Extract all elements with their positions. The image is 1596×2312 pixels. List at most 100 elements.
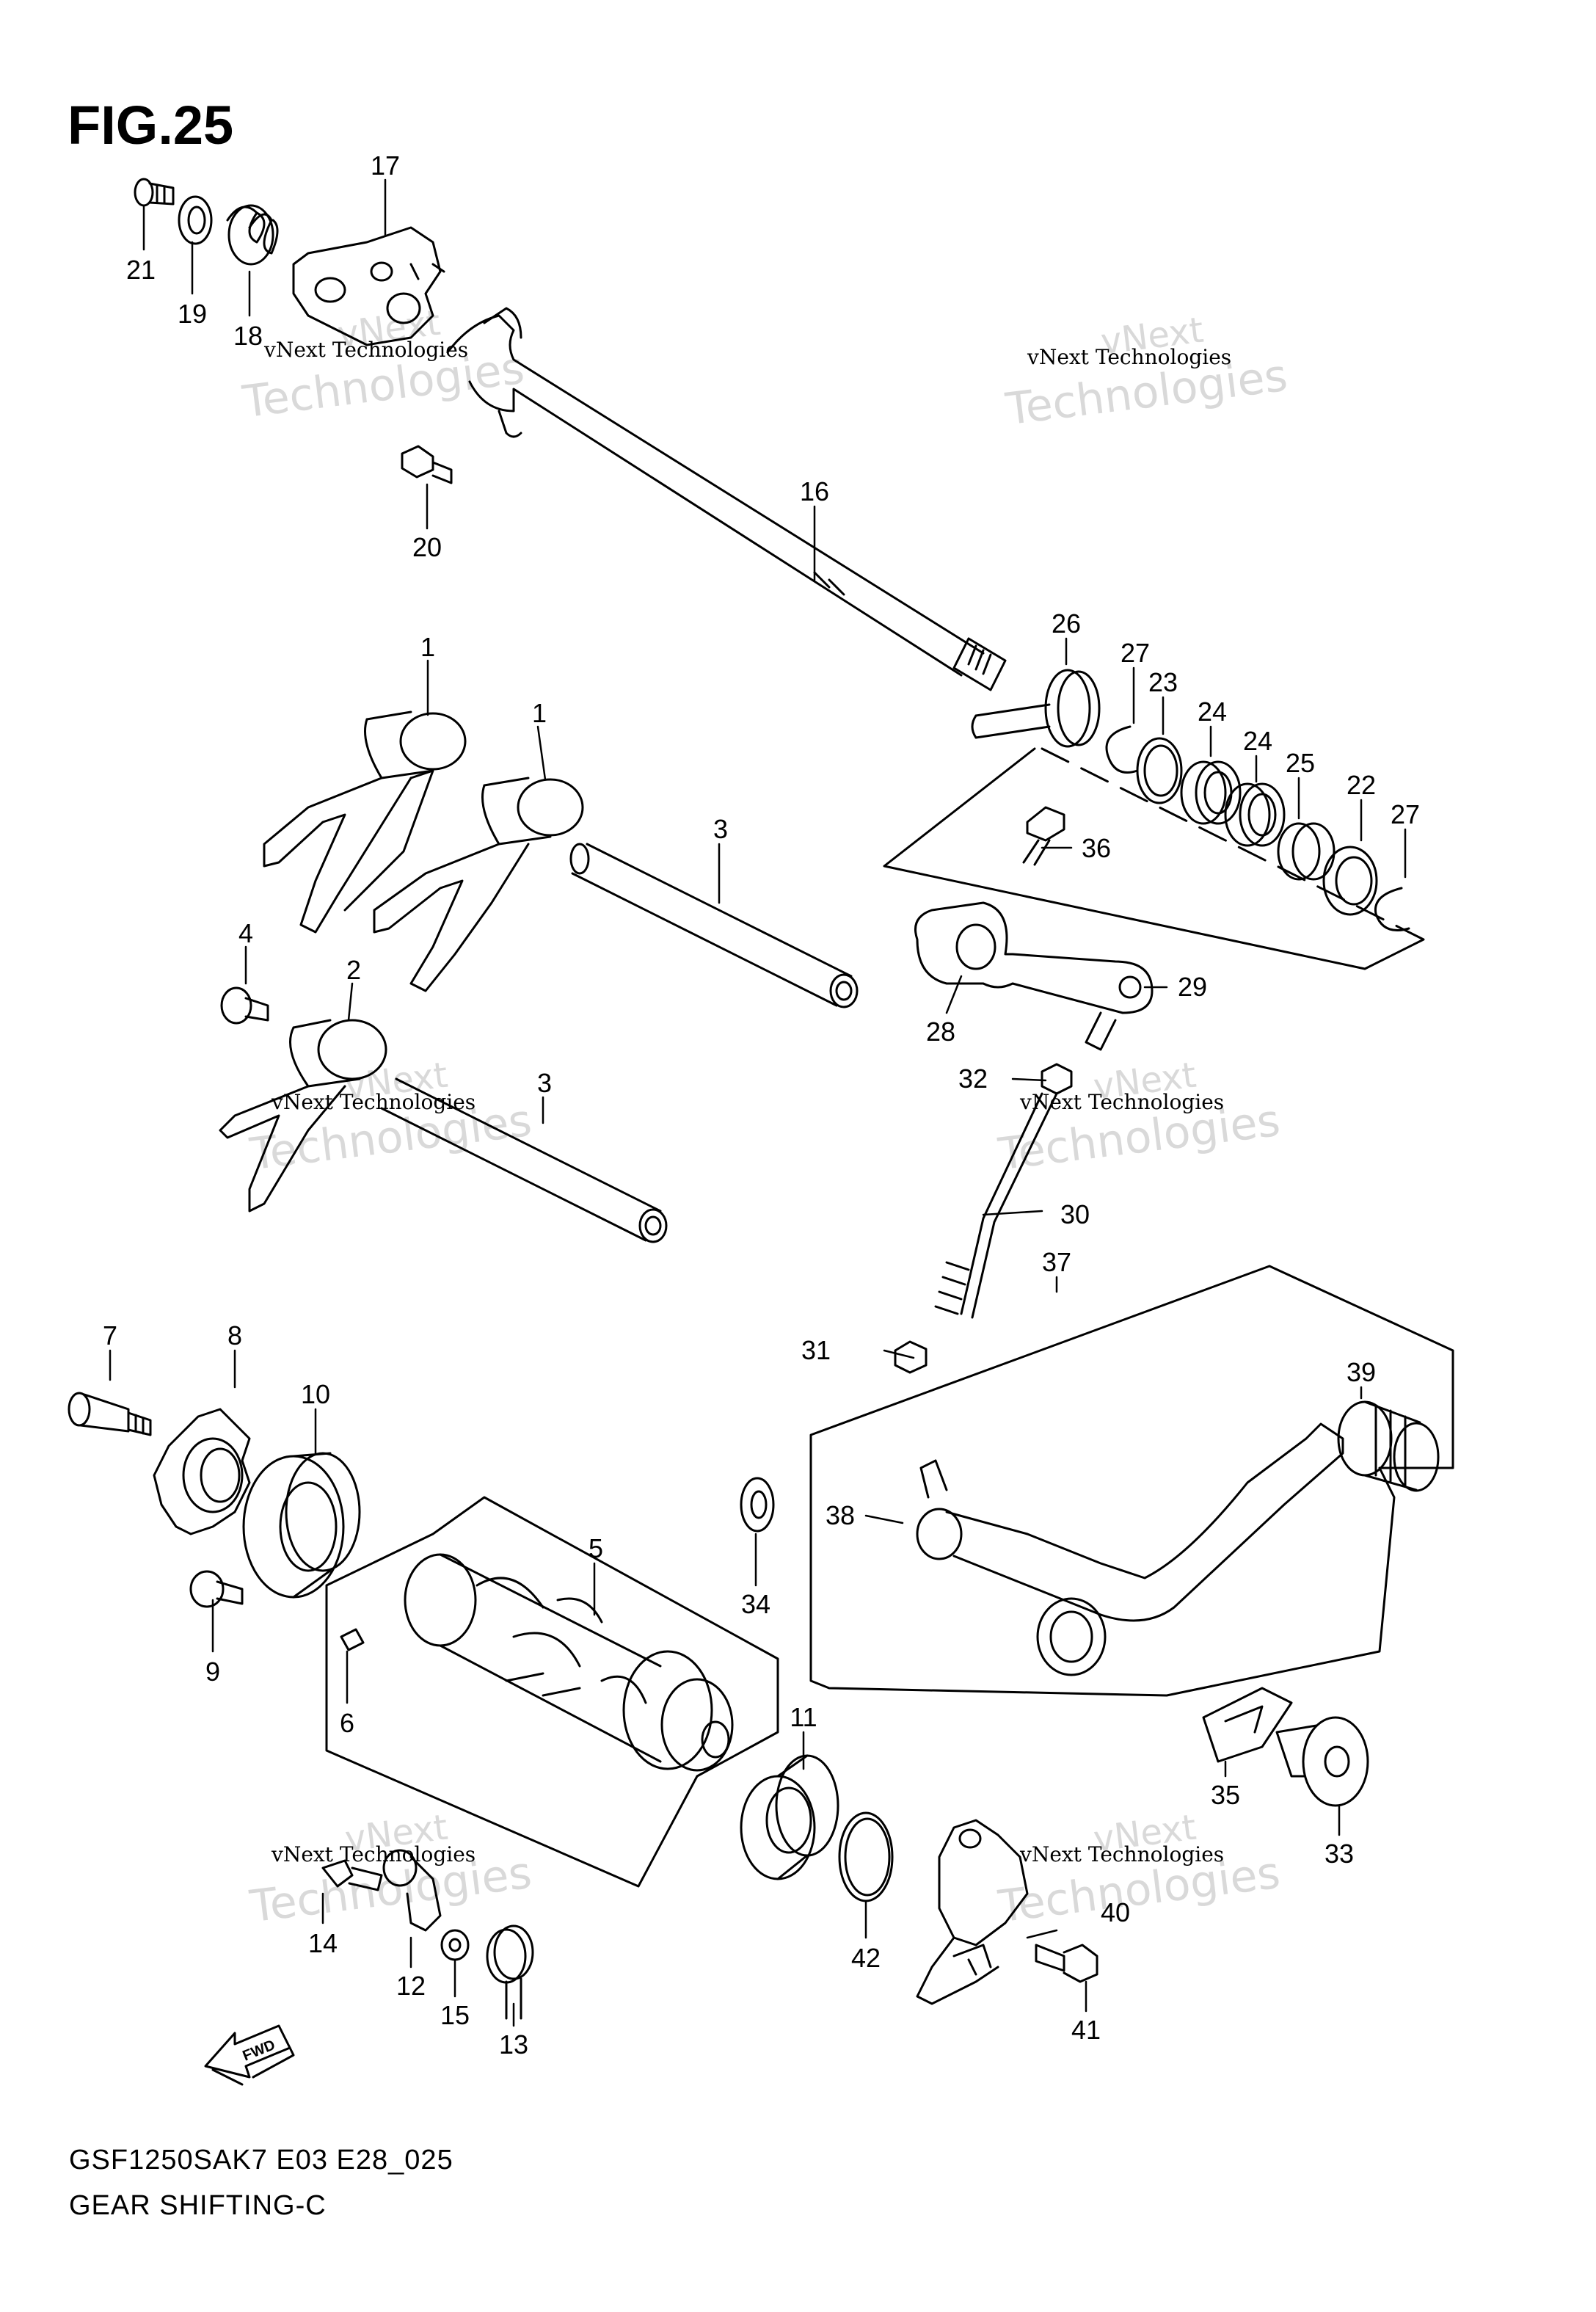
callout-13: 13 [499,2029,528,2060]
assembly-outline [883,747,1425,970]
callout-19: 19 [178,299,207,329]
part-1-shift-fork [263,710,467,934]
part-27-circlip-b [1374,887,1410,931]
part-3-fork-shaft [569,843,859,1008]
callout-24: 24 [1198,697,1227,727]
model-code: GSF1250SAK7 E03 E28_025 [69,2145,453,2175]
callout-14: 14 [308,1928,338,1958]
callout-40: 40 [1101,1897,1130,1927]
part-7-bolt [68,1392,152,1436]
callout-36: 36 [1082,833,1111,863]
callout-18: 18 [233,321,263,351]
callout-3-b: 3 [537,1068,552,1098]
callout-4: 4 [238,918,253,948]
callout-3: 3 [713,814,728,844]
callout-34: 34 [741,1589,770,1619]
part-1-shift-fork-b [373,777,584,992]
callout-23: 23 [1148,667,1178,697]
callout-26: 26 [1052,608,1081,639]
part-24-bearing-b [1224,782,1286,847]
callout-37: 37 [1042,1247,1071,1277]
callout-5: 5 [589,1533,603,1563]
callout-20: 20 [412,532,442,562]
part-14-bolt [321,1859,383,1891]
part-13-spring [486,1924,534,2020]
callout-2: 2 [346,955,361,985]
callout-31: 31 [801,1335,831,1365]
part-10-bearing [242,1452,361,1599]
callout-24-b: 24 [1243,726,1272,756]
part-20-bolt [401,445,453,484]
part-17-shift-arm [292,226,445,346]
callout-10: 10 [301,1379,330,1409]
part-39-footrest-rubber [1337,1400,1440,1492]
callout-32: 32 [958,1064,988,1094]
callout-11: 11 [790,1702,817,1732]
callout-7: 7 [103,1320,117,1351]
part-40-gear-position-switch [916,1819,1029,2005]
part-23-washer [1136,737,1183,804]
part-2-shift-fork [219,1019,387,1213]
callout-1-b: 1 [532,698,547,728]
callout-17: 17 [371,150,400,181]
assembly-outline-37 [809,1265,1454,1697]
callout-30: 30 [1060,1199,1090,1229]
part-21-screw [134,178,175,207]
part-9-bolt [189,1570,244,1608]
assembly-guide-line [1041,747,1425,941]
callout-39: 39 [1347,1357,1376,1387]
part-32-nut [1041,1063,1073,1095]
part-25-collar [1277,822,1336,881]
callout-38: 38 [826,1500,855,1530]
part-35-washer [1202,1687,1293,1763]
part-15-washer [440,1929,470,1961]
part-24-bearing [1180,760,1242,825]
callout-15: 15 [440,2000,470,2030]
part-5-gear-shift-cam [404,1553,734,1772]
section-name: GEAR SHIFTING-C [69,2190,327,2221]
callout-27-b: 27 [1391,799,1420,829]
part-38-gearshift-lever [916,1422,1344,1676]
forward-arrow-icon [204,2024,295,2086]
part-41-bolt [1035,1944,1098,1983]
callout-33: 33 [1324,1839,1354,1869]
callout-8: 8 [227,1320,242,1351]
figure-title: FIG.25 [68,95,234,156]
callout-6: 6 [340,1708,354,1738]
part-22-oil-seal [1322,846,1378,916]
part-34-washer [740,1477,775,1533]
part-12-stopper-arm [382,1849,442,1932]
part-42-o-ring [838,1811,894,1902]
callout-35: 35 [1211,1780,1240,1810]
callout-1: 1 [420,632,435,662]
part-26-spring [971,669,1101,748]
part-18-spring [226,204,279,266]
part-36-bolt [1022,806,1065,866]
part-31-nut [894,1340,928,1374]
callout-22: 22 [1347,770,1376,800]
callout-42: 42 [851,1943,881,1973]
callout-29: 29 [1178,972,1207,1002]
part-4-bolt [220,986,269,1025]
callout-9: 9 [205,1657,220,1687]
part-11-bearing [740,1754,839,1880]
callout-41: 41 [1071,2015,1101,2045]
part-3-fork-shaft-b [380,1077,668,1243]
part-19-washer [178,195,213,245]
assembly-outline-5 [325,1496,779,1888]
callout-16: 16 [800,476,829,506]
part-16-shift-shaft [446,307,1007,691]
part-33-bolt [1275,1716,1369,1807]
callout-21: 21 [126,255,156,285]
part-8-gear-shift-cam-plate [153,1408,251,1535]
callout-leaders [109,178,1407,2027]
callout-25: 25 [1286,748,1315,778]
part-27-circlip [1105,725,1139,774]
part-30-shift-rod [934,1092,1058,1319]
callout-28: 28 [926,1017,955,1047]
part-6-pin [340,1628,365,1651]
callout-12: 12 [396,1971,426,2001]
callout-27: 27 [1121,638,1150,668]
